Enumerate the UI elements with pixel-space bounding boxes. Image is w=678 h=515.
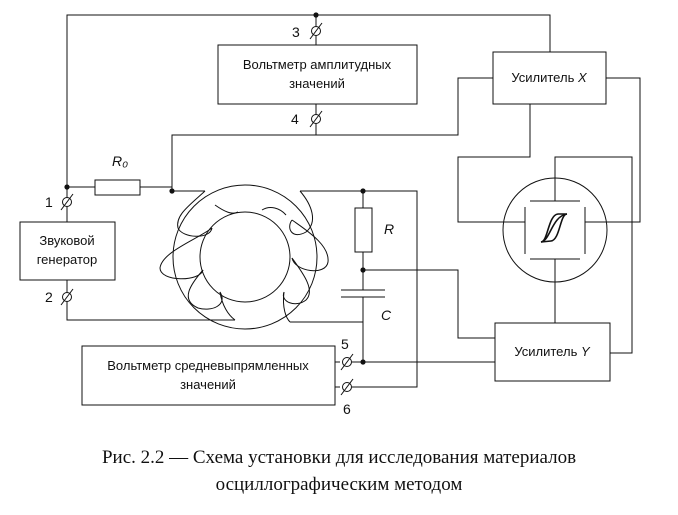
terminal-1: 1	[45, 193, 74, 211]
primary-winding	[159, 190, 239, 321]
oscilloscope-tube	[501, 177, 608, 283]
caption-line-1: Рис. 2.2 — Схема установки для исследова…	[101, 447, 577, 468]
svg-text:4: 4	[291, 111, 299, 127]
capacitor-c	[341, 289, 385, 298]
capacitor-c-label: C	[381, 307, 392, 323]
terminal-5: 5	[340, 336, 354, 371]
amplifier-y-block	[494, 322, 611, 382]
svg-text:3: 3	[292, 24, 300, 40]
terminal-2: 2	[45, 288, 74, 306]
voltmeter-amplitude-block	[217, 44, 418, 105]
hysteresis-loop-icon	[540, 213, 568, 243]
sound-generator-label-2: генератор	[37, 252, 98, 267]
voltmeter-rectified-label-1: Вольтметр средневыпрямленных	[107, 358, 309, 373]
voltmeter-rectified-block	[81, 345, 336, 406]
voltmeter-amplitude-label-2: значений	[289, 76, 345, 91]
resistor-r0	[94, 179, 141, 196]
amplifier-x-block	[492, 51, 607, 105]
secondary-winding	[261, 190, 329, 323]
resistor-r0-label: R₀	[112, 153, 128, 169]
voltmeter-amplitude-label-1: Вольтметр амплитудных	[243, 57, 392, 72]
junction-dots	[64, 12, 366, 365]
svg-text:2: 2	[45, 289, 53, 305]
sound-generator-label-1: Звуковой	[39, 233, 94, 248]
resistor-r-label: R	[384, 221, 394, 237]
figure-caption: Рис. 2.2 — Схема установки для исследова…	[0, 444, 678, 498]
terminal-4: 4	[291, 110, 323, 128]
svg-text:1: 1	[45, 194, 53, 210]
circuit-diagram: R₀ R C Вольтметр амплитудных значений Зв…	[19, 12, 641, 417]
caption-line-2: осциллографическим методом	[215, 474, 463, 495]
svg-text:6: 6	[343, 401, 351, 417]
terminal-3: 3	[292, 22, 323, 40]
amplifier-x-label: Усилитель X	[511, 70, 588, 85]
terminal-6: 6	[340, 378, 354, 417]
amplifier-y-label: Усилитель Y	[514, 344, 591, 359]
voltmeter-rectified-label-2: значений	[180, 377, 236, 392]
resistor-r	[354, 207, 373, 253]
svg-text:5: 5	[341, 336, 349, 352]
sound-generator-block	[19, 221, 116, 281]
toroid-core	[172, 184, 318, 330]
